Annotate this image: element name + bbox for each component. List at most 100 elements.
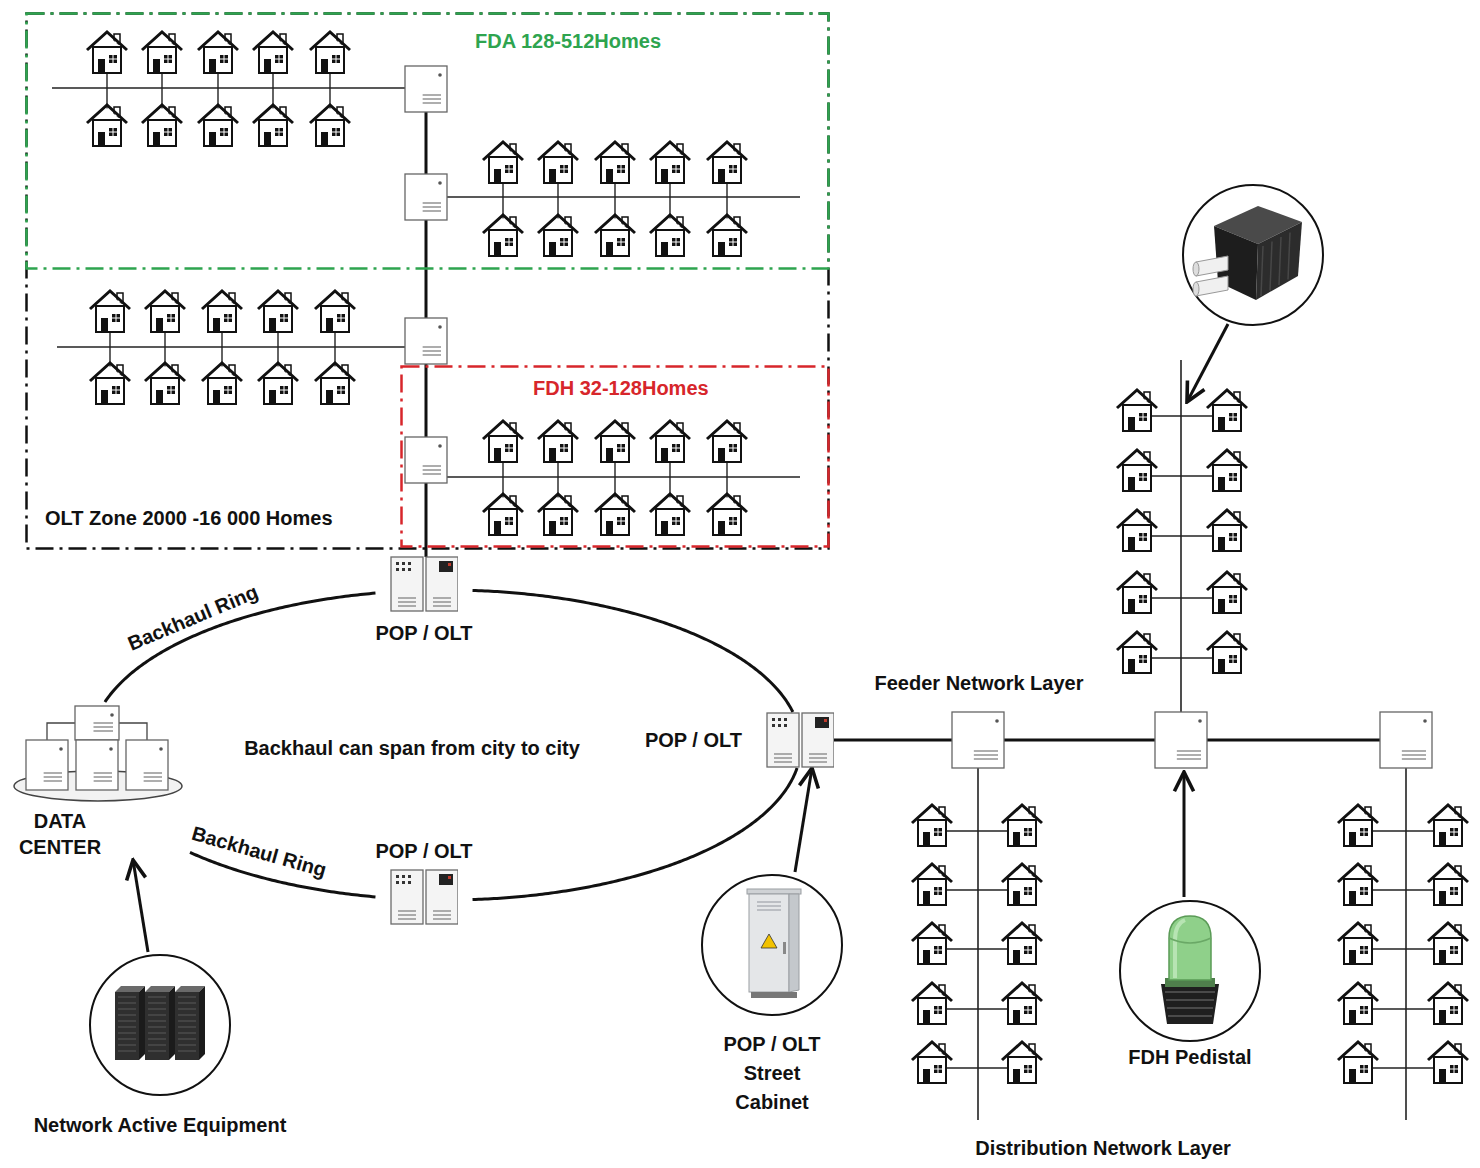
zone-border (27, 14, 829, 549)
window-bars (220, 128, 228, 136)
house-roof (650, 215, 690, 233)
rack-slot (178, 1045, 196, 1046)
house-wall (1008, 998, 1036, 1024)
cabinet-body (405, 437, 447, 483)
vent-line (144, 776, 162, 777)
house-roof (650, 421, 690, 439)
house-door (494, 169, 501, 183)
house-wall (713, 509, 741, 535)
vent-line (398, 910, 416, 911)
window-bars (332, 55, 340, 63)
house-window (505, 238, 513, 246)
house-icon (1428, 805, 1468, 846)
house-door (923, 950, 930, 964)
house-roof (1428, 983, 1468, 1001)
house-wall (1344, 998, 1372, 1024)
window-bars (1139, 413, 1147, 421)
house-icon (483, 421, 523, 462)
rack-slot (118, 1021, 136, 1022)
house-wall (208, 306, 236, 332)
house-roof (258, 363, 298, 381)
house-roof (483, 421, 523, 439)
cabinet-side (789, 894, 799, 992)
house-icon (538, 421, 578, 462)
house-window (220, 128, 228, 136)
vent-line (1402, 758, 1426, 759)
house-door (1013, 1010, 1020, 1024)
house-roof (912, 1042, 952, 1060)
house-door (1349, 950, 1356, 964)
rack-slot (118, 1051, 136, 1052)
house-roof (198, 32, 238, 50)
vent-line (433, 601, 451, 602)
pit-rib (1279, 237, 1281, 285)
rack-front (115, 992, 139, 1060)
house-icon (912, 1042, 952, 1083)
house-window (1024, 1065, 1032, 1073)
house-door (1349, 832, 1356, 846)
rack-side (139, 986, 145, 1060)
house-window (164, 55, 172, 63)
house-window (1360, 887, 1368, 895)
house-roof (1338, 983, 1378, 1001)
rack-slot (118, 1015, 136, 1016)
window-bars (729, 238, 737, 246)
duct-pipe (1196, 276, 1228, 296)
house-roof (1002, 864, 1042, 882)
house-window (112, 314, 120, 322)
house-window (1229, 655, 1237, 663)
house-window (1024, 946, 1032, 954)
house-roof (483, 494, 523, 512)
window-bars (1229, 533, 1237, 541)
cabinet-lock (1198, 719, 1202, 723)
window-bars (1450, 887, 1458, 895)
house-roof (1338, 923, 1378, 941)
house-icon (707, 215, 747, 256)
house-window (220, 55, 228, 63)
house-wall (1123, 525, 1151, 551)
house-window (934, 946, 942, 954)
house-wall (264, 306, 292, 332)
house-roof (253, 105, 293, 123)
house-roof (707, 142, 747, 160)
vent-line (398, 918, 416, 919)
splitter-cabinet (26, 740, 68, 790)
house-icon (258, 363, 298, 404)
house-wall (656, 509, 684, 535)
house-door (1439, 950, 1446, 964)
house-wall (1123, 405, 1151, 431)
window-bars (167, 386, 175, 394)
house-window (1360, 946, 1368, 954)
house-window (729, 444, 737, 452)
cabinet-callout-label: POP / OLT Street Cabinet (710, 1030, 835, 1117)
house-icon (1428, 983, 1468, 1024)
window-bars (275, 128, 283, 136)
vent-line (94, 772, 112, 773)
house-window (1024, 828, 1032, 836)
house-wall (489, 436, 517, 462)
house-window (1229, 473, 1237, 481)
house-door (98, 132, 105, 146)
house-wall (1434, 938, 1462, 964)
rack-slot (118, 1039, 136, 1040)
house-icon (1117, 632, 1157, 673)
window-bars (164, 128, 172, 136)
house-wall (1008, 879, 1036, 905)
window-bars (1450, 946, 1458, 954)
house-door (1218, 537, 1225, 551)
port-dot (408, 881, 411, 884)
rack-slot (178, 997, 196, 998)
house-window (560, 517, 568, 525)
rack-slot (148, 1051, 166, 1052)
house-door (606, 169, 613, 183)
house-window (934, 887, 942, 895)
window-bars (1139, 655, 1147, 663)
house-icon (1117, 572, 1157, 613)
house-wall (656, 230, 684, 256)
window-bars (332, 128, 340, 136)
vent-line (809, 753, 827, 754)
house-window (1024, 1006, 1032, 1014)
edge-label-slot: Backhaul Ring (124, 580, 261, 655)
house-wall (1123, 465, 1151, 491)
window-bars (1229, 595, 1237, 603)
